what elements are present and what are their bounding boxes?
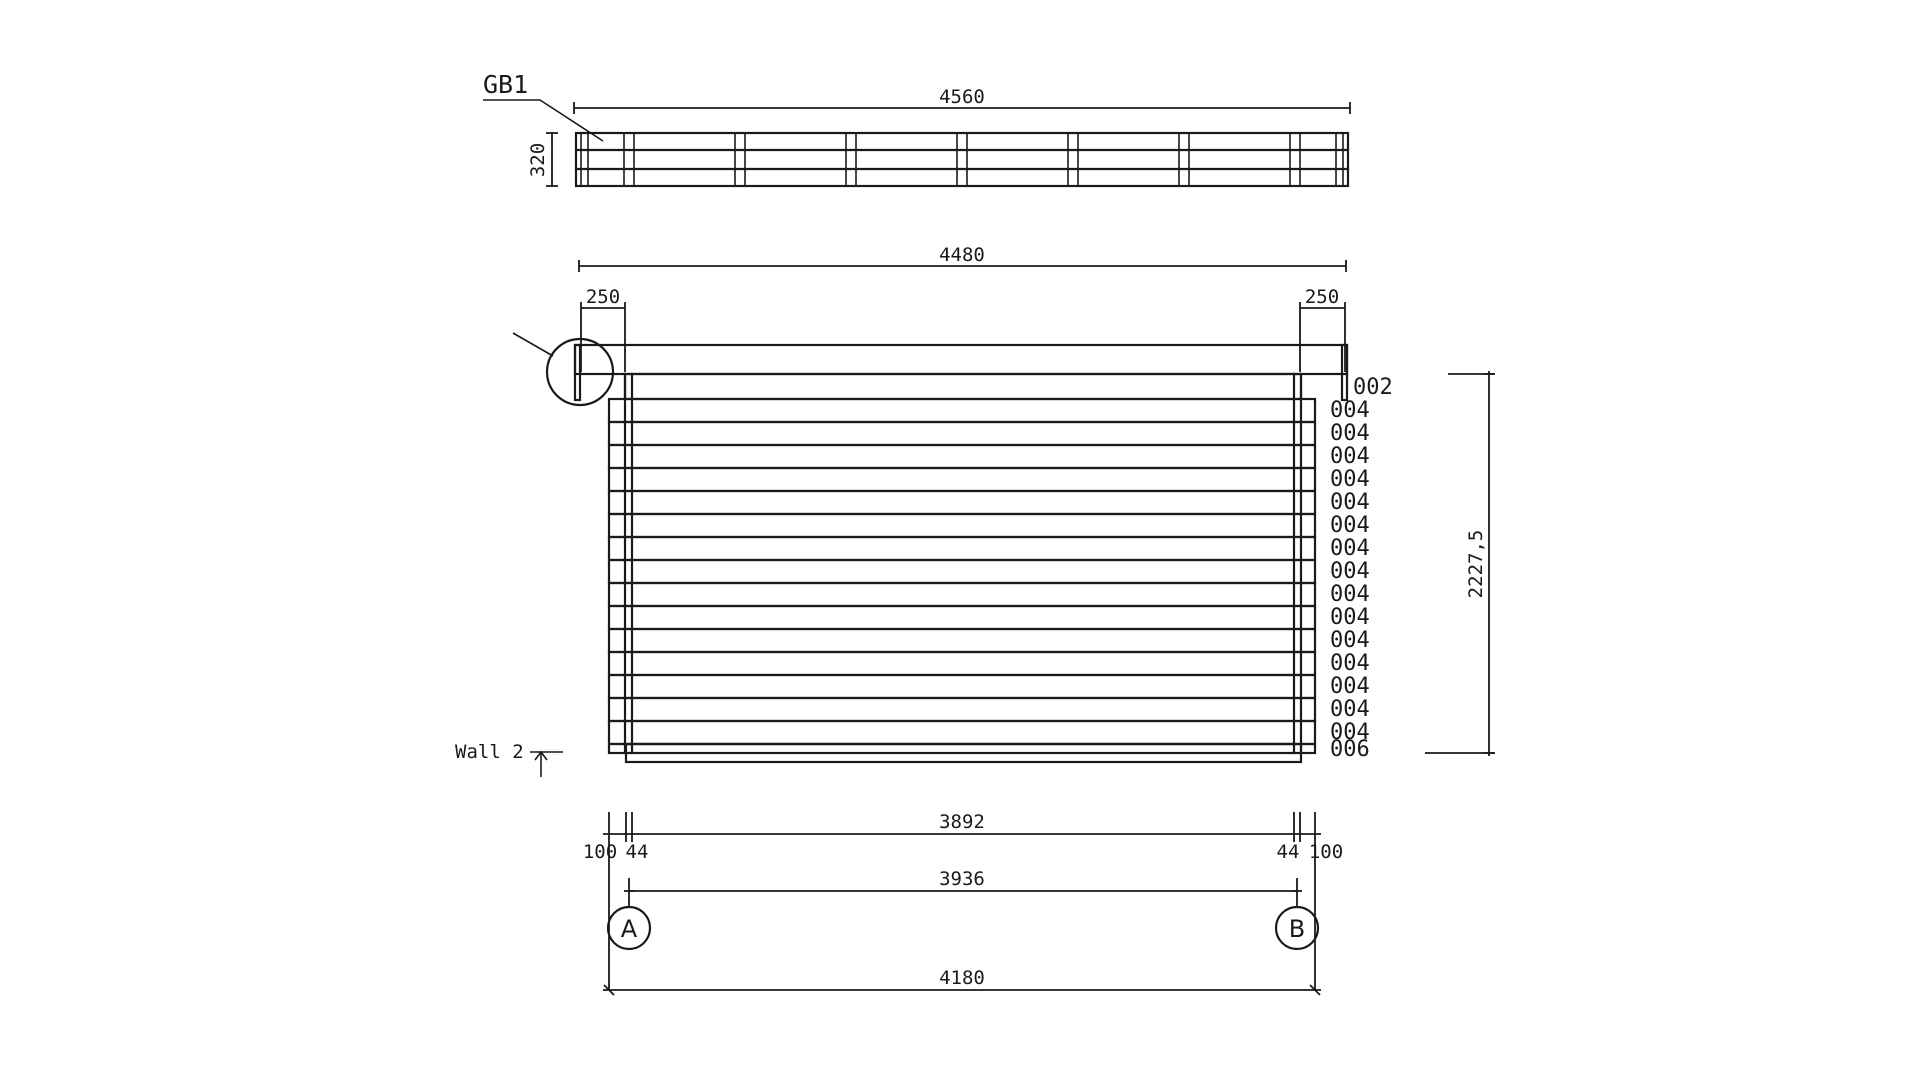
log-002 (623, 372, 1303, 401)
log-code: 004 (1330, 513, 1370, 538)
log-code-column: 002 004 004 004 004 004 004 004 004 004 … (1330, 375, 1393, 762)
log-code: 002 (1353, 375, 1393, 400)
roof-dimensions: 4480 250 250 (578, 244, 1347, 372)
log-code: 004 (1330, 651, 1370, 676)
log-code: 006 (1330, 737, 1370, 762)
dim-top-beam-length: 4560 (939, 86, 985, 108)
dim-offset-left-outer: 100 (583, 841, 617, 863)
log-code: 004 (1330, 697, 1370, 722)
grid-bubble-a (606, 905, 652, 951)
top-roof-beam (573, 343, 1349, 376)
detail-leader-line (512, 332, 554, 357)
gable-beam-outline (574, 131, 1350, 188)
log-code: 004 (1330, 605, 1370, 630)
wall-section-marker: Wall 2 (455, 741, 563, 777)
dim-top-beam-height: 320 (527, 143, 549, 177)
dim-inner-span: 3892 (939, 811, 985, 833)
dim-axis-span: 3936 (939, 868, 985, 890)
log-code: 004 (1330, 559, 1370, 584)
log-code: 004 (1330, 467, 1370, 492)
gable-id-label: GB1 (483, 70, 528, 99)
corner-posts (623, 372, 1303, 755)
dim-overall-length: 4180 (939, 967, 985, 989)
section-arrow-icon (534, 750, 548, 761)
log-code: 004 (1330, 444, 1370, 469)
dim-overhang-right: 250 (1305, 286, 1339, 308)
grid-bubble-b (1274, 905, 1320, 951)
log-code: 004 (1330, 536, 1370, 561)
dim-offset-right-outer: 100 (1309, 841, 1343, 863)
wall-name-label: Wall 2 (455, 741, 524, 763)
dim-wall-height: 2227,5 (1465, 530, 1487, 599)
log-code: 004 (1330, 674, 1370, 699)
wall-log-courses (607, 397, 1317, 764)
dim-offset-left-inner: 44 (626, 841, 649, 863)
wall-height-dimension: 2227,5 (1425, 371, 1495, 756)
grid-label-a: A (621, 915, 638, 943)
log-code: 004 (1330, 720, 1370, 745)
log-code: 004 (1330, 628, 1370, 653)
dim-overhang-left: 250 (586, 286, 620, 308)
gable-leader-line (483, 99, 604, 142)
bottom-dimensions: 3892 100 44 44 100 3936 A B 4180 (583, 811, 1343, 996)
dim-offset-right-inner: 44 (1277, 841, 1300, 863)
gable-beam-posts (580, 133, 1344, 186)
detail-callout-circle (545, 337, 615, 407)
wall-elevation (512, 332, 1349, 764)
dim-roof-width: 4480 (939, 244, 985, 266)
log-code: 004 (1330, 582, 1370, 607)
grid-label-b: B (1289, 915, 1305, 943)
gable-beam-view: GB1 4560 320 (483, 70, 1351, 188)
log-code: 004 (1330, 421, 1370, 446)
log-code: 004 (1330, 490, 1370, 515)
log-code: 004 (1330, 398, 1370, 423)
